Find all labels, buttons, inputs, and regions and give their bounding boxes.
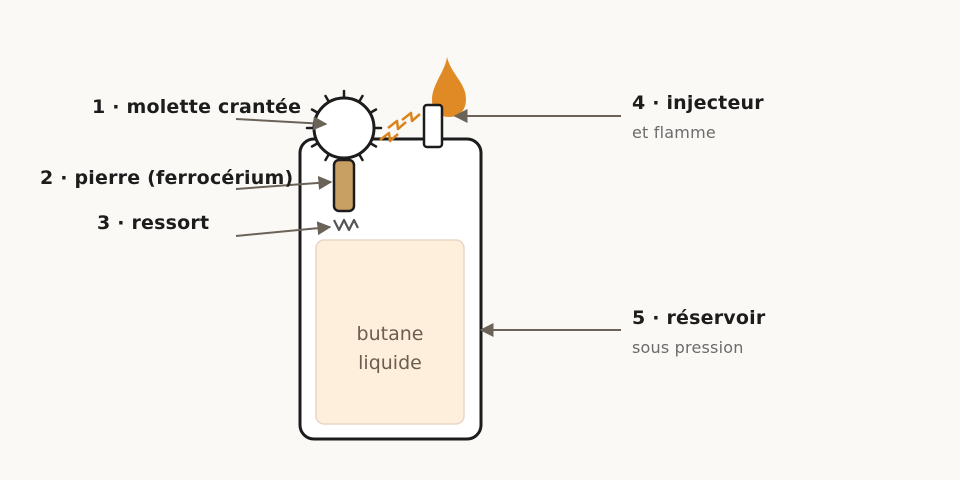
tank-content-line1: butane	[357, 323, 424, 345]
sparks	[379, 111, 421, 143]
tank-content-line2: liquide	[358, 352, 422, 374]
label-flint: 2 · pierre (ferrocérium)	[40, 167, 294, 189]
label-tank-sub: sous pression	[632, 338, 744, 357]
arrow-spring	[235, 221, 332, 237]
flint-stone	[332, 158, 356, 213]
spring	[333, 218, 359, 232]
butane-tank	[315, 239, 465, 425]
flame-icon	[432, 57, 466, 117]
label-tank: 5 · réservoir	[632, 307, 766, 329]
label-nozzle: 4 · injecteur	[632, 92, 764, 114]
label-nozzle-sub: et flamme	[632, 123, 716, 142]
leader-arrows	[235, 109, 621, 337]
nozzle	[422, 103, 444, 149]
striker-wheel	[305, 89, 383, 167]
arrow-wheel	[235, 116, 328, 131]
arrow-flint	[235, 175, 333, 190]
label-spring: 3 · ressort	[97, 212, 210, 234]
label-wheel: 1 · molette crantée	[92, 96, 302, 118]
